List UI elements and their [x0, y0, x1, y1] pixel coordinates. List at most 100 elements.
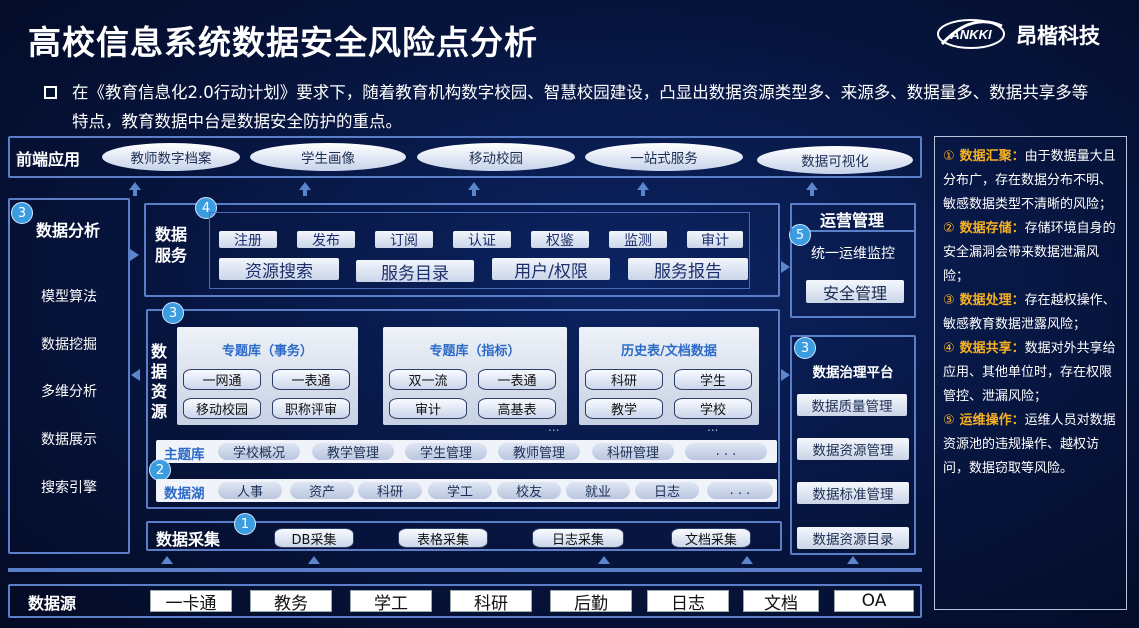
risk-heading: 数据汇聚： — [959, 149, 1025, 164]
app-student-portrait[interactable]: 学生画像 — [250, 143, 406, 171]
data-quality-management[interactable]: 数据质量管理 — [797, 394, 907, 416]
service-audit[interactable]: 审计 — [687, 231, 743, 249]
arrow-up-icon — [847, 556, 859, 564]
ops-frame-line — [790, 203, 916, 205]
service-resource-search[interactable]: 资源搜索 — [219, 258, 339, 282]
governance-step-badge: 3 — [794, 337, 816, 359]
service-authorize[interactable]: 权鉴 — [531, 231, 589, 249]
source-documents: 文档 — [743, 590, 819, 614]
service-catalog[interactable]: 服务目录 — [356, 260, 474, 284]
service-user-permission[interactable]: 用户/权限 — [492, 258, 610, 282]
service-subscribe[interactable]: 订阅 — [375, 231, 433, 249]
frontend-section — [8, 136, 922, 178]
collect-step-badge: 1 — [234, 513, 256, 535]
ops-frame-line — [914, 203, 916, 233]
lake-item: 日志 — [635, 482, 699, 500]
source-campus-card: 一卡通 — [150, 590, 232, 614]
risk-heading: 数据共享： — [959, 341, 1025, 356]
lake-item: 资产 — [290, 482, 354, 500]
data-resource-management[interactable]: 数据资源管理 — [797, 438, 909, 460]
lake-item-more: . . . — [707, 482, 773, 499]
resource-step-badge: 3 — [162, 302, 184, 324]
db-cylinder: 高基表 — [478, 398, 556, 419]
lake-item: 人事 — [218, 482, 282, 500]
service-authenticate[interactable]: 认证 — [453, 231, 511, 249]
analysis-section — [8, 198, 130, 554]
lake-step-badge: 2 — [149, 459, 171, 481]
analysis-item: 搜索引擎 — [41, 480, 97, 496]
ops-security-button[interactable]: 安全管理 — [806, 280, 904, 303]
resource-label-char: 资 — [151, 382, 168, 401]
risk-text: 由于数据量大且分布广，存在数据分布不明、敏感数据类型不清晰的风险； — [943, 149, 1116, 212]
data-resource-catalog[interactable]: 数据资源目录 — [797, 527, 909, 549]
risk-heading: 数据处理： — [959, 293, 1025, 308]
collect-log: 日志采集 — [532, 528, 624, 548]
arrow-up-icon — [741, 556, 753, 564]
theme-item: 教学管理 — [312, 443, 394, 461]
source-research: 科研 — [450, 590, 532, 614]
db-cylinder: 学校 — [674, 398, 752, 419]
brand-name: 昂楷科技 — [1016, 24, 1100, 48]
source-student-affairs: 学工 — [350, 590, 432, 614]
analysis-item: 数据挖掘 — [41, 337, 97, 353]
db-cylinder: 双一流 — [389, 369, 467, 390]
lake-item: 学工 — [428, 482, 492, 500]
db-cylinder: 学生 — [674, 369, 752, 390]
service-publish[interactable]: 发布 — [297, 231, 355, 249]
service-label-line2: 服务 — [155, 246, 188, 265]
topic-indicator-title: 专题库（指标） — [429, 344, 521, 359]
divider-line — [8, 568, 922, 572]
theme-item-more: . . . — [685, 443, 767, 460]
ops-step-badge: 5 — [789, 224, 811, 246]
risk-heading: 数据存储： — [959, 221, 1025, 236]
resource-label-char: 数 — [151, 342, 168, 361]
risk-item: ① 数据汇聚：由于数据量大且分布广，存在数据分布不明、敏感数据类型不清晰的风险； — [943, 145, 1118, 217]
collect-doc: 文档采集 — [671, 528, 751, 548]
analysis-label: 数据分析 — [36, 221, 101, 240]
risk-text: 运维人员对数据资源池的违规操作、越权访问，数据窃取等风险。 — [943, 413, 1116, 476]
source-oa: OA — [834, 590, 914, 612]
lake-item: 就业 — [566, 482, 630, 500]
app-teacher-archive[interactable]: 教师数字档案 — [102, 143, 240, 171]
brand-logo: ANKKI 昂楷科技 — [936, 14, 1121, 54]
data-lake-label: 数据湖 — [164, 486, 205, 502]
arrow-up-icon — [308, 556, 320, 564]
source-logs: 日志 — [647, 590, 729, 614]
db-cylinder: 审计 — [389, 398, 467, 419]
source-section — [8, 584, 922, 618]
app-data-visualization[interactable]: 数据可视化 — [757, 146, 913, 174]
service-inner — [209, 212, 750, 289]
resource-label-char: 据 — [151, 362, 168, 381]
service-register[interactable]: 注册 — [219, 231, 277, 249]
app-mobile-campus[interactable]: 移动校园 — [417, 143, 575, 171]
service-report[interactable]: 服务报告 — [628, 258, 748, 282]
analysis-step-badge: 3 — [11, 202, 33, 224]
app-one-stop-service[interactable]: 一站式服务 — [585, 143, 743, 171]
service-label-line1: 数据 — [155, 225, 188, 244]
source-label: 数据源 — [28, 594, 77, 613]
logo-mark-text: ANKKI — [949, 27, 992, 42]
collect-table: 表格采集 — [398, 528, 488, 548]
service-section — [144, 203, 780, 297]
arrow-stem — [303, 190, 307, 196]
more-ellipsis: ... — [548, 420, 560, 434]
governance-label: 数据治理平台 — [812, 365, 894, 381]
bullet-icon — [44, 86, 57, 99]
arrow-up-icon — [129, 182, 141, 190]
ops-frame-line — [790, 203, 792, 233]
service-monitor[interactable]: 监测 — [609, 231, 667, 249]
arrow-right-icon — [130, 249, 139, 261]
risk-number: ① — [943, 149, 955, 164]
arrow-up-icon — [161, 556, 173, 564]
service-step-badge: 4 — [195, 197, 217, 219]
db-cylinder: 一表通 — [272, 369, 350, 390]
lake-item: 校友 — [497, 482, 561, 500]
topic-affairs-title: 专题库（事务） — [221, 344, 313, 359]
risk-number: ④ — [943, 341, 955, 356]
data-standard-management[interactable]: 数据标准管理 — [797, 482, 909, 504]
ankki-logo-icon: ANKKI — [937, 19, 1005, 49]
resource-label-char: 源 — [151, 402, 168, 421]
db-cylinder: 科研 — [585, 369, 663, 390]
